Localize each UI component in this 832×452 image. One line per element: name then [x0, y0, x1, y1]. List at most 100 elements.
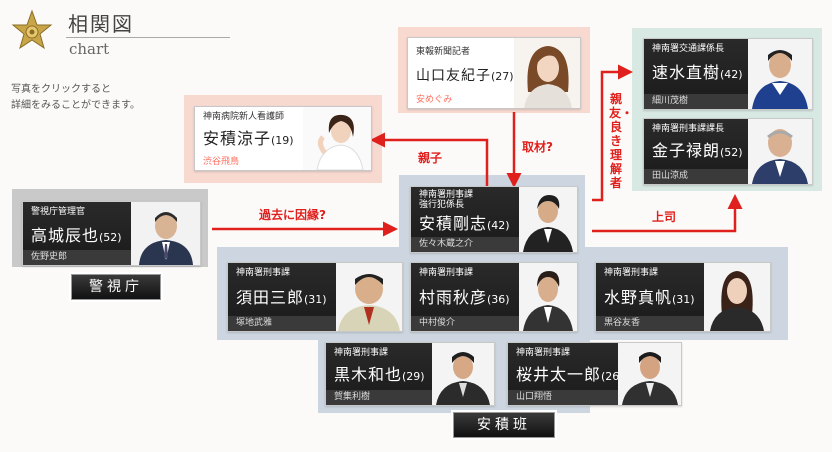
- person-card-azumi-ryoko[interactable]: 神南病院新人看護師 安積涼子(19) 渋谷飛鳥: [194, 106, 372, 171]
- person-age: (26): [601, 370, 624, 383]
- person-age: (52): [99, 231, 122, 244]
- card-info: 神南病院新人看護師 安積涼子(19) 渋谷飛鳥: [195, 107, 303, 170]
- actor-name: 賀集利樹: [326, 390, 432, 405]
- person-card-sakurai[interactable]: 神南署刑事課 桜井太一郎(26) 山口翔悟: [507, 342, 682, 406]
- person-name: 村雨秋彦(36): [419, 288, 510, 310]
- person-name-text: 村雨秋彦: [419, 288, 488, 307]
- actor-name: 佐野史郎: [23, 250, 131, 265]
- person-card-yamaguchi[interactable]: 東報新聞記者 山口友紀子(27) 安めぐみ: [407, 37, 581, 109]
- person-age: (29): [402, 370, 425, 383]
- portrait-photo[interactable]: [131, 202, 200, 265]
- person-card-hayami[interactable]: 神南署交通課係長 速水直樹(42) 細川茂樹: [643, 38, 813, 110]
- actor-name: 佐々木蔵之介: [411, 237, 519, 252]
- relation-label-parent: 親子: [418, 151, 443, 165]
- person-role: 神南署刑事課: [604, 268, 659, 278]
- person-age: (36): [487, 293, 510, 306]
- card-info: 神南署刑事課課長 金子禄朗(52) 田山涼成: [644, 119, 748, 184]
- person-name: 速水直樹(42): [652, 63, 743, 85]
- actor-name: 渋谷飛鳥: [195, 155, 303, 170]
- police-badge-icon: [11, 9, 53, 50]
- instruction-line: 詳細をみることができます。: [11, 100, 140, 111]
- person-role: 神南署刑事課: [419, 268, 474, 278]
- person-photo-icon: [336, 263, 402, 331]
- portrait-photo[interactable]: [514, 38, 580, 108]
- group-label-azumi-team: 安積班: [453, 412, 555, 438]
- person-role: 神南署刑事課課長: [652, 124, 725, 134]
- person-card-kaneko[interactable]: 神南署刑事課課長 金子禄朗(52) 田山涼成: [643, 118, 813, 185]
- person-age: (52): [720, 146, 743, 159]
- person-age: (42): [720, 68, 743, 81]
- person-age: (42): [487, 219, 510, 232]
- portrait-photo[interactable]: [748, 39, 812, 109]
- card-info: 神南署刑事課 村雨秋彦(36) 中村俊介: [411, 263, 519, 331]
- card-info: 神南署刑事課 水野真帆(31) 黒谷友香: [596, 263, 704, 331]
- person-name: 桜井太一郎(26): [516, 365, 624, 387]
- person-photo-icon: [618, 343, 681, 405]
- actor-name: 安めぐみ: [408, 93, 514, 108]
- person-name-text: 安積涼子: [203, 129, 272, 148]
- portrait-photo[interactable]: [748, 119, 812, 184]
- card-info: 警視庁管理官 高城辰也(52) 佐野史郎: [23, 202, 131, 265]
- arrow-parent: [370, 132, 489, 190]
- portrait-photo[interactable]: [336, 263, 402, 331]
- person-name-text: 黒木和也: [334, 365, 403, 384]
- person-age: (27): [491, 70, 514, 83]
- person-photo-icon: [748, 119, 812, 184]
- portrait-photo[interactable]: [519, 187, 577, 252]
- portrait-photo[interactable]: [303, 107, 371, 170]
- page-subtitle: chart: [69, 40, 110, 58]
- person-photo-icon: [432, 343, 494, 405]
- person-name: 水野真帆(31): [604, 288, 695, 310]
- person-name: 安積涼子(19): [203, 129, 294, 151]
- person-photo-icon: [514, 38, 580, 108]
- person-name-text: 須田三郎: [236, 288, 305, 307]
- person-card-suda[interactable]: 神南署刑事課 須田三郎(31) 塚地武雅: [227, 262, 403, 332]
- person-name: 黒木和也(29): [334, 365, 425, 387]
- person-card-murasame[interactable]: 神南署刑事課 村雨秋彦(36) 中村俊介: [410, 262, 578, 332]
- actor-name: 山口翔悟: [508, 390, 618, 405]
- person-role: 神南署刑事課: [516, 348, 571, 358]
- person-photo-icon: [131, 202, 200, 265]
- portrait-photo[interactable]: [704, 263, 770, 331]
- arrow-best-friend: [592, 64, 633, 202]
- relation-label-coverage: 取材?: [522, 140, 553, 154]
- relation-label-best-friend: 親友・良き理解者: [609, 92, 634, 190]
- person-age: (31): [672, 293, 695, 306]
- person-card-azumi-takeshi[interactable]: 神南署刑事課 強行犯係長 安積剛志(42) 佐々木蔵之介: [410, 186, 578, 253]
- portrait-photo[interactable]: [519, 263, 577, 331]
- person-name-text: 水野真帆: [604, 288, 673, 307]
- actor-name: 中村俊介: [411, 316, 519, 331]
- person-card-kuroki[interactable]: 神南署刑事課 黒木和也(29) 賀集利樹: [325, 342, 495, 406]
- card-info: 神南署刑事課 桜井太一郎(26) 山口翔悟: [508, 343, 624, 405]
- group-label-police-dept: 警視庁: [71, 274, 161, 300]
- person-card-mizuno[interactable]: 神南署刑事課 水野真帆(31) 黒谷友香: [595, 262, 771, 332]
- instruction-line: 写真をクリックすると: [11, 84, 111, 95]
- page-title: 相関図: [68, 12, 134, 36]
- person-photo-icon: [704, 263, 770, 331]
- person-role: 東報新聞記者: [416, 47, 471, 57]
- person-name: 須田三郎(31): [236, 288, 327, 310]
- person-name-text: 速水直樹: [652, 63, 721, 82]
- actor-name: 黒谷友香: [596, 316, 704, 331]
- person-role: 神南署交通課係長: [652, 44, 725, 54]
- arrow-boss: [592, 194, 743, 233]
- person-role: 警視庁管理官: [31, 207, 86, 217]
- person-photo-icon: [519, 263, 577, 331]
- person-photo-icon: [748, 39, 812, 109]
- person-age: (31): [304, 293, 327, 306]
- person-name: 金子禄朗(52): [652, 141, 743, 163]
- portrait-photo[interactable]: [432, 343, 494, 405]
- person-card-takagi[interactable]: 警視庁管理官 高城辰也(52) 佐野史郎: [22, 201, 201, 266]
- person-photo-icon: [303, 107, 371, 170]
- actor-name: 細川茂樹: [644, 94, 748, 109]
- person-name-text: 桜井太一郎: [516, 365, 602, 384]
- title-divider: [66, 37, 230, 38]
- card-info: 神南署刑事課 強行犯係長 安積剛志(42) 佐々木蔵之介: [411, 187, 519, 252]
- portrait-photo[interactable]: [618, 343, 681, 405]
- card-info: 神南署交通課係長 速水直樹(42) 細川茂樹: [644, 39, 748, 109]
- person-role: 神南署刑事課: [334, 348, 389, 358]
- person-name-text: 高城辰也: [31, 226, 100, 245]
- card-info: 神南署刑事課 黒木和也(29) 賀集利樹: [326, 343, 432, 405]
- person-name-text: 山口友紀子: [416, 68, 491, 84]
